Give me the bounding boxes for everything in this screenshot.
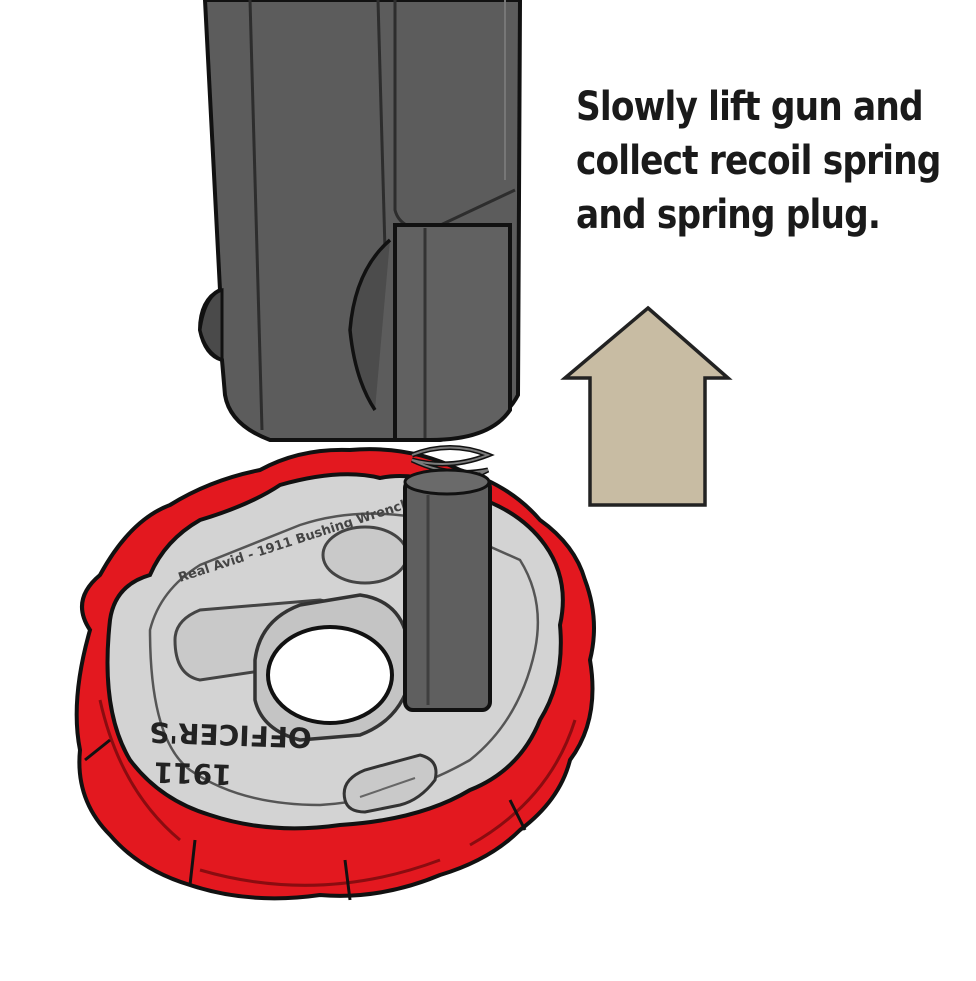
instruction-text: Slowly lift gun and collect recoil sprin… <box>576 80 941 242</box>
wrench-model-label: OFFICER'S <box>149 715 313 754</box>
pistol-frame <box>197 0 523 442</box>
instruction-line-1: Slowly lift gun and <box>576 84 924 130</box>
center-hole <box>266 625 394 725</box>
arrow-up-icon <box>560 305 733 507</box>
instruction-line-3: and spring plug. <box>576 192 881 238</box>
bushing-wrench: Real Avid - 1911 Bushing Wrench OFFICER'… <box>74 447 596 901</box>
wrench-caliber-label: 1911 <box>153 755 232 791</box>
instruction-line-2: collect recoil spring <box>576 138 941 184</box>
spring-plug <box>403 468 492 712</box>
